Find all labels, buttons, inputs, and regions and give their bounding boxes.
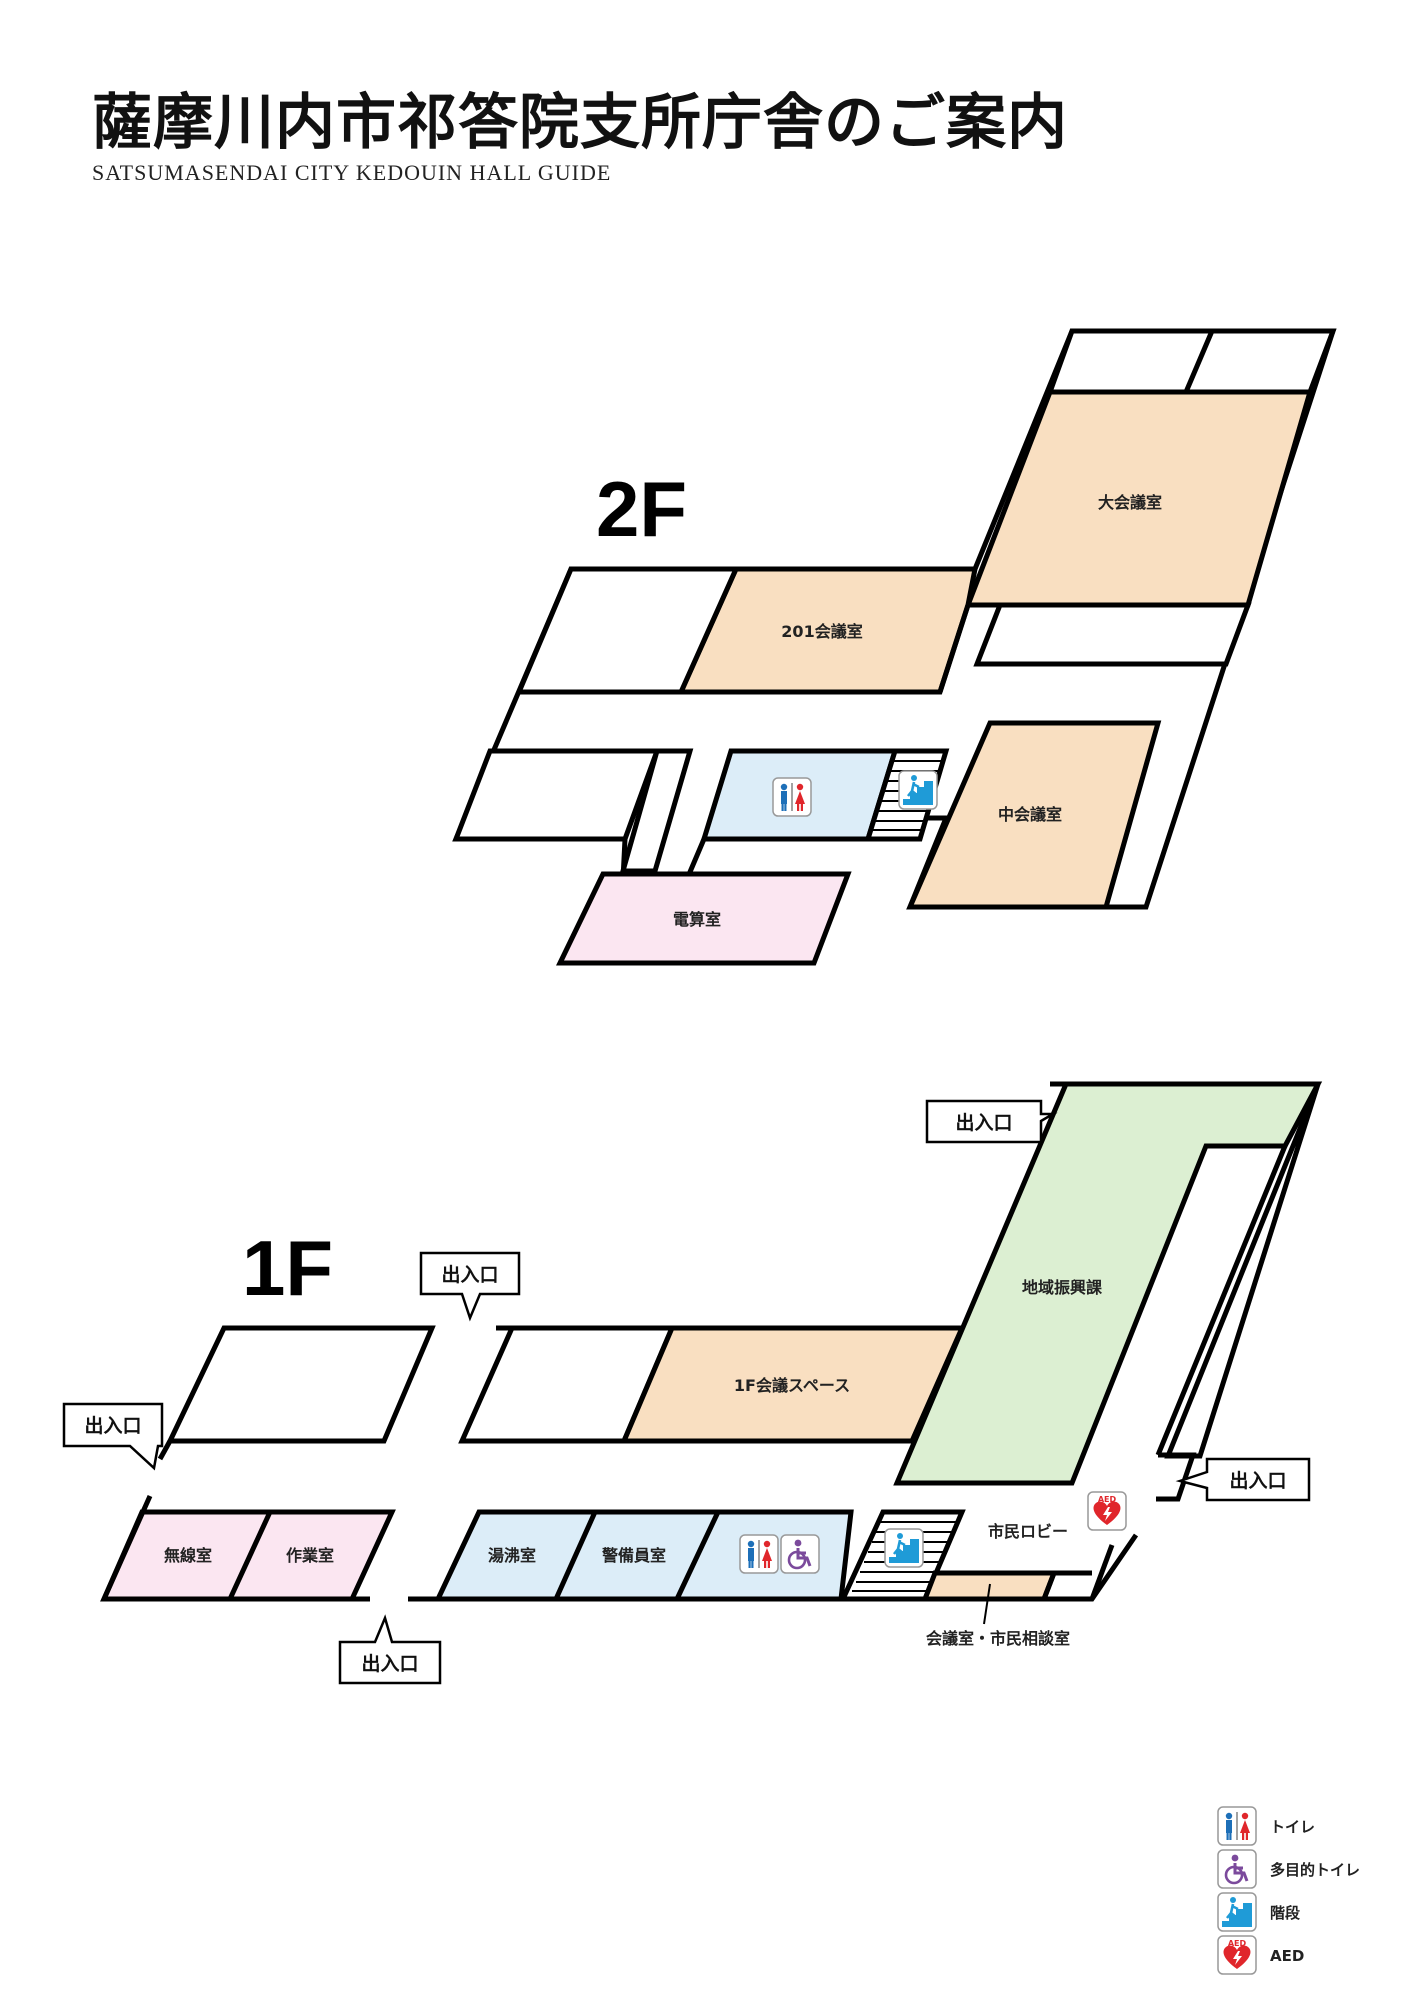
legend-toilet-icon bbox=[1217, 1806, 1257, 1846]
entrance-label: 出入口 bbox=[84, 1414, 141, 1437]
1f-top-left-room bbox=[166, 1325, 436, 1444]
entrance-right: 出入口 bbox=[1175, 1457, 1311, 1502]
floor-2f: 2F 大会議室 201会議室 中会議室 電算室 bbox=[452, 328, 1337, 966]
entrance-label: 出入口 bbox=[955, 1111, 1012, 1134]
stairs-icon bbox=[897, 769, 939, 811]
label-consult-room: 会議室・市民相談室 bbox=[926, 1629, 1070, 1648]
floor-label-1f: 1F bbox=[242, 1224, 333, 1312]
entrance-left: 出入口 bbox=[62, 1402, 164, 1471]
page-title: 薩摩川内市祁答院支所庁舎のご案内 bbox=[92, 88, 1068, 158]
2f-corridor-stub bbox=[619, 748, 694, 874]
entrance-label: 出入口 bbox=[1229, 1469, 1286, 1492]
label-lobby: 市民ロビー bbox=[988, 1522, 1068, 1541]
label-computer-room: 電算室 bbox=[673, 910, 721, 929]
aed-icon-text: AED bbox=[1098, 1495, 1117, 1504]
label-guard-room: 警備員室 bbox=[601, 1546, 666, 1565]
legend-stairs-icon bbox=[1216, 1891, 1258, 1933]
legend: トイレ 多目的トイレ 階段 AED AED bbox=[1216, 1806, 1360, 1975]
label-regional-dept: 地域振興課 bbox=[1022, 1278, 1103, 1297]
2f-middle-hall bbox=[906, 720, 1162, 910]
floor-1f: 1F 地域振興課 1F会議スペース 無線室 作業室 湯沸室 警備員室 市民ロビー… bbox=[100, 1081, 1323, 1648]
2f-computer-room bbox=[556, 871, 852, 966]
label-large-hall: 大会議室 bbox=[1098, 493, 1162, 512]
legend-aed: AED bbox=[1270, 1947, 1304, 1965]
legend-toilet: トイレ bbox=[1270, 1818, 1315, 1836]
stairs-icon bbox=[883, 1527, 925, 1569]
label-radio-room: 無線室 bbox=[164, 1546, 212, 1565]
entrance-label: 出入口 bbox=[441, 1263, 498, 1286]
2f-lower-left-room bbox=[452, 748, 661, 842]
accessible-toilet-icon bbox=[779, 1533, 821, 1575]
label-room-201: 201会議室 bbox=[781, 622, 862, 641]
toilet-icon bbox=[772, 777, 812, 817]
legend-stairs: 階段 bbox=[1270, 1904, 1300, 1922]
legend-accessible-icon bbox=[1216, 1848, 1258, 1890]
label-work-room: 作業室 bbox=[286, 1546, 334, 1565]
entrance-bottom: 出入口 bbox=[338, 1614, 442, 1685]
2f-left-room bbox=[515, 566, 740, 695]
entrance-label: 出入口 bbox=[361, 1652, 418, 1675]
floor-label-2f: 2F bbox=[596, 465, 687, 553]
label-middle-hall: 中会議室 bbox=[998, 805, 1062, 824]
page-subtitle: SATSUMASENDAI CITY KEDOUIN HALL GUIDE bbox=[92, 160, 612, 185]
legend-aed-icon-text: AED bbox=[1228, 1939, 1247, 1948]
toilet-icon bbox=[739, 1534, 779, 1574]
entrance-top-right: 出入口 bbox=[925, 1099, 1058, 1144]
label-kitchen: 湯沸室 bbox=[488, 1546, 536, 1565]
label-meeting-space: 1F会議スペース bbox=[734, 1376, 850, 1395]
2f-right-room bbox=[973, 602, 1252, 667]
entrance-top-center: 出入口 bbox=[419, 1251, 521, 1322]
legend-accessible: 多目的トイレ bbox=[1270, 1861, 1360, 1879]
